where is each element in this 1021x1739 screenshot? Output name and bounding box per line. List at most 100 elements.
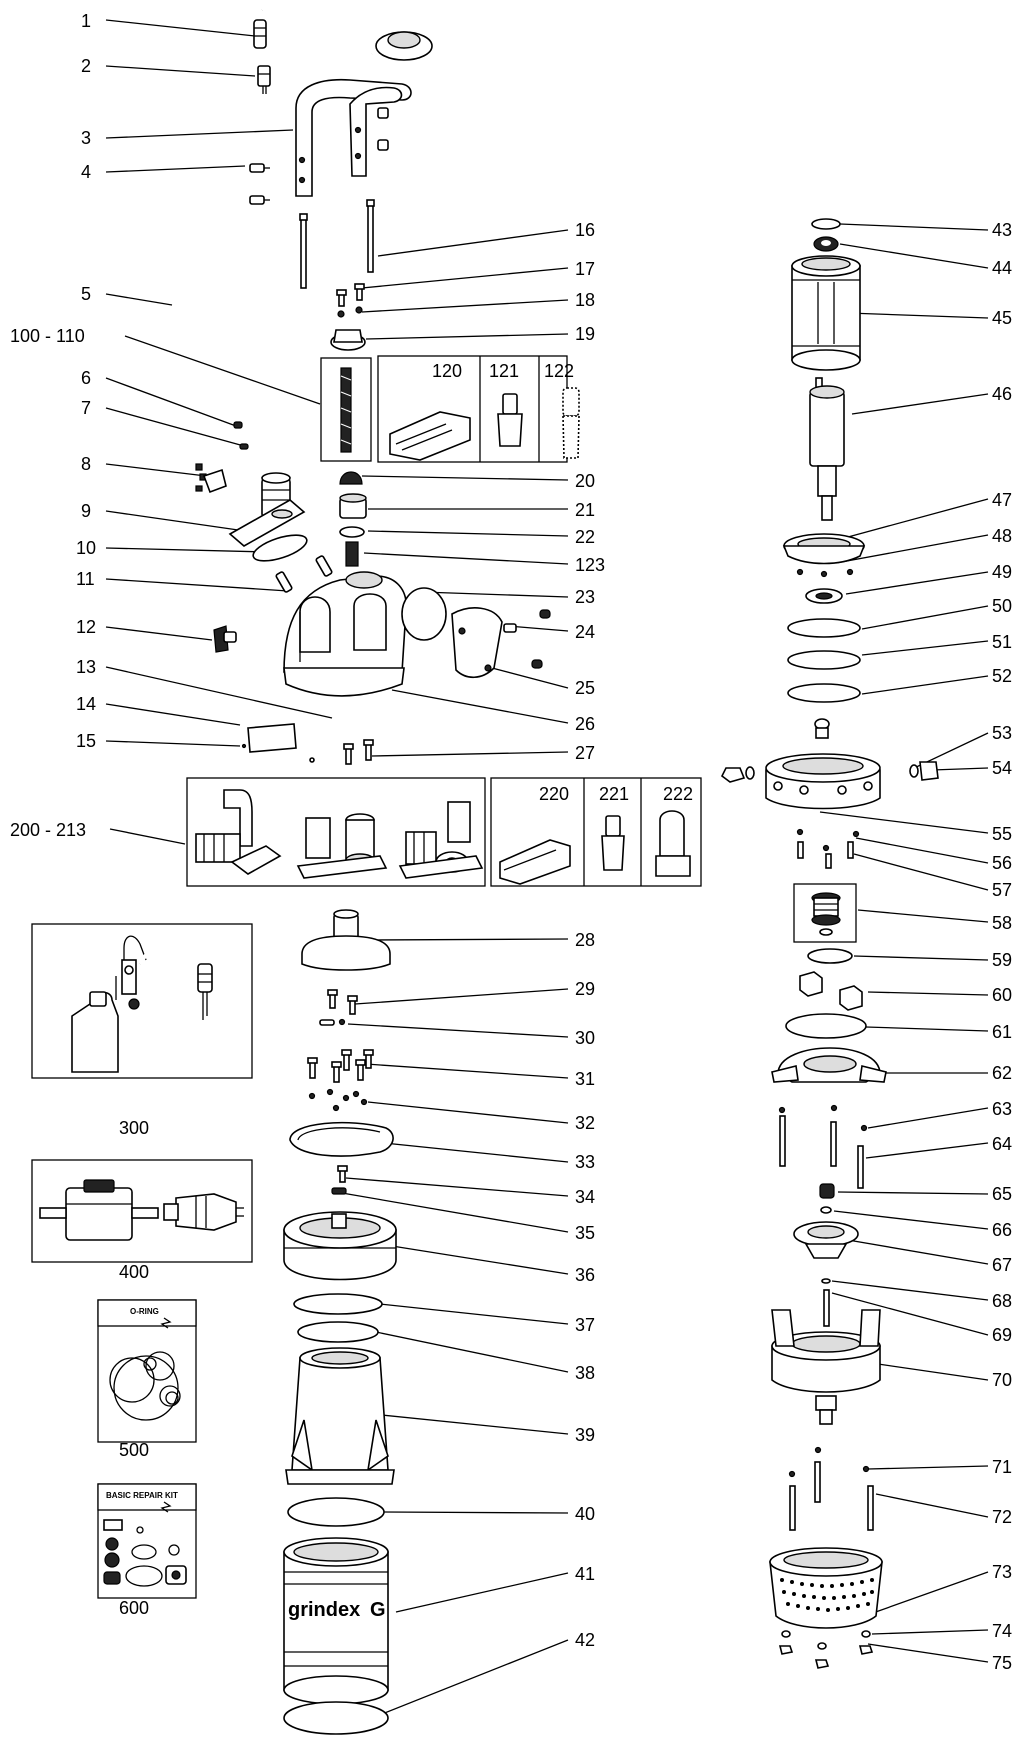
callout-12: 12 (76, 617, 96, 637)
callout-35: 35 (575, 1223, 595, 1243)
clip-8 (195, 463, 227, 494)
oring-22 (339, 526, 365, 538)
oring-37 (293, 1293, 383, 1315)
svg-text:G: G (370, 1599, 386, 1621)
callout-9: 9 (81, 501, 91, 521)
nuts-74-75 (778, 1630, 874, 1669)
oring-23 (401, 587, 447, 641)
panel-label-121: 121 (489, 361, 519, 381)
oring-61 (785, 1013, 867, 1039)
callout-22: 22 (575, 527, 595, 547)
callout-7: 7 (81, 398, 91, 418)
kit-600: BASIC REPAIR KIT (97, 1483, 197, 1599)
spring-123 (345, 541, 359, 567)
callout-70: 70 (992, 1370, 1012, 1390)
callout-17: 17 (575, 259, 595, 279)
callout-40: 40 (575, 1504, 595, 1524)
callout-2: 2 (81, 56, 91, 76)
callout-5: 5 (81, 284, 91, 304)
callout-68: 68 (992, 1291, 1012, 1311)
kit-label-300: 300 (119, 1118, 149, 1138)
callout-58: 58 (992, 913, 1012, 933)
discharge-connection-9 (228, 472, 306, 547)
bushing-21 (339, 493, 367, 519)
right-callouts: 43 44 45 46 47 48 49 50 51 52 53 54 55 5… (819, 220, 1012, 1673)
screws-24 (503, 609, 551, 669)
callout-4: 4 (81, 162, 91, 182)
callout-64: 64 (992, 1134, 1012, 1154)
screws-31 (307, 1049, 374, 1083)
callout-8: 8 (81, 454, 91, 474)
callout-10: 10 (76, 538, 96, 558)
rotor-46 (809, 377, 845, 521)
panel-label-222: 222 (663, 784, 693, 804)
tie-rods (299, 199, 375, 289)
callout-36: 36 (575, 1265, 595, 1285)
panel-label-120: 120 (432, 361, 462, 381)
callout-27: 27 (575, 743, 595, 763)
callout-53: 53 (992, 723, 1012, 743)
panel-label-220: 220 (539, 784, 569, 804)
callout-38: 38 (575, 1363, 595, 1383)
lifting-handle (295, 78, 412, 197)
oring-38 (297, 1321, 379, 1343)
spacer-65-66 (819, 1183, 835, 1214)
plugs-53-54 (720, 761, 939, 783)
callout-11: 11 (76, 569, 95, 589)
callout-34: 34 (575, 1187, 595, 1207)
callout-63: 63 (992, 1099, 1012, 1119)
callout-26: 26 (575, 714, 595, 734)
callout-42: 42 (575, 1630, 595, 1650)
callout-18: 18 (575, 290, 595, 310)
panel-label-122: 122 (544, 361, 574, 381)
callout-66: 66 (992, 1220, 1012, 1240)
callout-39: 39 (575, 1425, 595, 1445)
callout-59: 59 (992, 950, 1012, 970)
stator-45 (791, 255, 861, 371)
callout-72: 72 (992, 1507, 1012, 1527)
callout-24: 24 (575, 622, 595, 642)
callout-46: 46 (992, 384, 1012, 404)
callout-15: 15 (76, 731, 96, 751)
callout-30: 30 (575, 1028, 595, 1048)
panel-100-110 (320, 357, 372, 462)
cable-gland (257, 65, 271, 94)
callout-1: 1 (81, 11, 91, 31)
callout-54: 54 (992, 758, 1012, 778)
stator-cover-36 (283, 1211, 397, 1281)
callout-16: 16 (575, 220, 595, 240)
callout-14: 14 (76, 694, 96, 714)
callout-61: 61 (992, 1022, 1012, 1042)
callout-200-213: 200 - 213 (10, 820, 86, 840)
gasket-10 (252, 534, 308, 562)
screws-29-30 (319, 989, 358, 1026)
callout-6: 6 (81, 368, 91, 388)
callout-57: 57 (992, 880, 1012, 900)
bearing-housing-47 (782, 533, 866, 578)
callout-19: 19 (575, 324, 595, 344)
callout-75: 75 (992, 1653, 1012, 1673)
sleeve-41: grindex G (283, 1537, 389, 1705)
nameplate-14 (241, 723, 315, 763)
callout-41: 41 (575, 1564, 595, 1584)
handle-screws (249, 107, 389, 205)
callout-60: 60 (992, 985, 1012, 1005)
cable-entry-12 (213, 625, 237, 653)
callout-47: 47 (992, 490, 1012, 510)
screw-34-35 (331, 1165, 348, 1195)
oring-kit-title: O-RING (130, 1307, 159, 1316)
callout-43: 43 (992, 220, 1012, 240)
kit-label-400: 400 (119, 1262, 149, 1282)
bearing-44 (813, 236, 839, 252)
callout-32: 32 (575, 1113, 595, 1133)
mechanical-seal-58 (793, 883, 857, 943)
screws-6-7 (233, 421, 249, 450)
callout-69: 69 (992, 1325, 1012, 1345)
callout-100-110: 100 - 110 (10, 326, 85, 346)
kit-label-600: 600 (119, 1598, 149, 1618)
left-callouts: 1 2 3 4 5 100 - 110 6 7 8 9 10 11 12 13 … (10, 11, 333, 845)
strainer-73 (769, 1547, 883, 1629)
washers-32 (308, 1088, 368, 1112)
callout-29: 29 (575, 979, 595, 999)
callout-123: 123 (575, 555, 605, 575)
